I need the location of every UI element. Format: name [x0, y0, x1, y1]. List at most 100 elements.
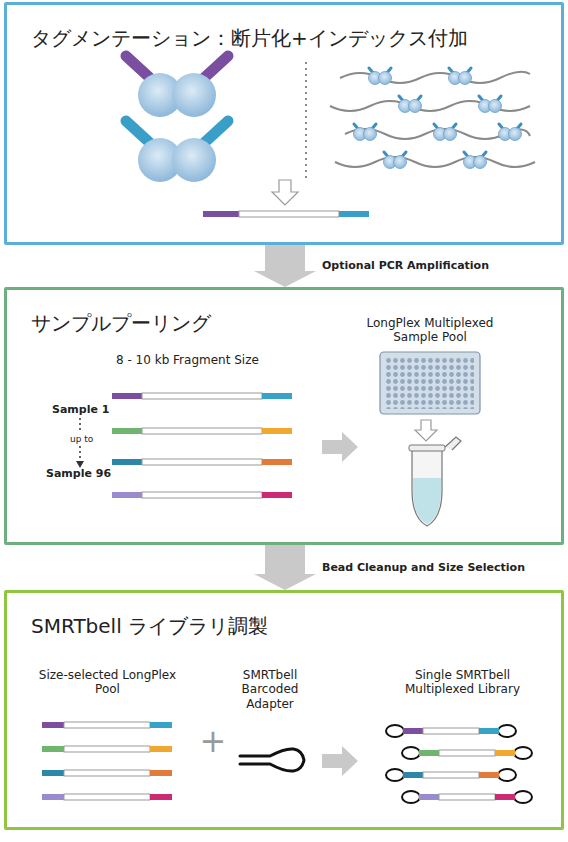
sample-fragments [112, 393, 292, 498]
size-selected-fragments-part [64, 722, 150, 728]
smrtbell-adapter [240, 749, 304, 771]
plate-96-well-part [380, 352, 480, 414]
sample-tube-part [445, 437, 461, 450]
transposome-teal-part [172, 138, 216, 182]
bound-transposomes-part [384, 152, 407, 169]
panel-title: SMRTbell ライブラリ調製 [31, 613, 268, 640]
sample-fragments-part [262, 393, 292, 399]
sample-tube-part [413, 478, 441, 524]
size-selected-fragments-part [42, 794, 64, 800]
size-selected-fragments-part [42, 746, 64, 752]
smrtbell-library-part [419, 794, 439, 800]
size-selected-fragments-part [64, 746, 150, 752]
library-label: Single SMRTbell Multiplexed Library [385, 668, 540, 697]
smrtbell-library-part [403, 728, 423, 734]
transposome-purple-part [126, 56, 150, 78]
plate-96-well [380, 352, 480, 414]
block-arrow [254, 245, 316, 287]
transposome-purple-part [172, 73, 216, 117]
sample-label: Sample 96 [46, 467, 116, 480]
sample-range-head [76, 461, 84, 468]
smrtbell-library-part [479, 772, 499, 778]
smrtbell-library-part [403, 772, 423, 778]
bound-transposomes [354, 68, 522, 169]
transposome-teal-part [204, 121, 228, 143]
smrtbell-library-part-part [514, 791, 532, 803]
smrtbell-library-part [386, 725, 532, 803]
tagged-fragment-part [203, 211, 239, 217]
smrtbell-library-part [439, 794, 495, 800]
step-panel: タグメンテーション：断片化+インデックス付加 [4, 2, 564, 245]
panel-title: サンプルプーリング [31, 310, 211, 337]
sample-fragments-part [112, 428, 142, 434]
bound-transposomes-part [464, 152, 487, 169]
size-selected-fragments [42, 722, 172, 800]
smrtbell-library-part-part [514, 747, 532, 759]
sample-fragments-part [112, 492, 142, 498]
sample-tube-part [409, 445, 445, 451]
small-arrow [272, 180, 298, 205]
sample-range-arrow-part [79, 418, 81, 432]
bound-transposomes-part [399, 96, 422, 113]
size-selected-fragments-part [150, 770, 172, 776]
sample-fragments-part [142, 428, 262, 434]
transposome-teal [126, 121, 228, 182]
smrtbell-library [386, 725, 532, 803]
fragment-size-label: 8 - 10 kb Fragment Size [116, 353, 316, 367]
sample-fragments-part [112, 393, 142, 399]
smrtbell-library-part [479, 728, 499, 734]
tagged-fragment [203, 211, 369, 217]
pool-label: Size-selected LongPlex Pool [35, 668, 180, 697]
plate-96-well-part [386, 357, 474, 409]
range-label: up to [70, 434, 110, 445]
sample-tube [409, 437, 461, 526]
transposome-teal-part [126, 121, 150, 143]
adapter-label: SMRTbell Barcoded Adapter [222, 668, 318, 711]
sample-fragments-part [142, 492, 262, 498]
dna-strands [330, 72, 535, 167]
smrtbell-library-part-part [498, 769, 516, 781]
sample-fragments-part [112, 459, 142, 465]
sample-fragments-part [262, 428, 292, 434]
size-selected-fragments-part [42, 770, 64, 776]
smrtbell-library-part [423, 728, 479, 734]
smrtbell-library-part-part [498, 725, 516, 737]
smrtbell-library-part [495, 794, 515, 800]
bound-transposomes-part [499, 124, 522, 141]
gray-right-arrow [322, 432, 358, 462]
tagged-fragment-part [239, 211, 339, 217]
edge-label: Bead Cleanup and Size Selection [322, 561, 525, 574]
plus-sign: + [198, 722, 228, 760]
sample-fragments-part [142, 393, 262, 399]
sample-fragments-part [262, 459, 292, 465]
dna-strands-part [335, 157, 535, 167]
block-arrow [254, 545, 316, 590]
smrtbell-adapter-part [240, 749, 304, 771]
size-selected-fragments-part [150, 794, 172, 800]
sample-label: Sample 1 [52, 403, 122, 416]
small-arrow [415, 420, 437, 441]
bound-transposomes-part [354, 124, 377, 141]
size-selected-fragments-part [64, 770, 150, 776]
size-selected-fragments-part [42, 722, 64, 728]
gray-right-arrow [322, 746, 358, 776]
bound-transposomes-part [434, 124, 457, 141]
edge-label: Optional PCR Amplification [322, 259, 489, 272]
smrtbell-library-part-part [386, 725, 404, 737]
smrtbell-library-part [419, 750, 439, 756]
sample-fragments-part [142, 459, 262, 465]
sample-tube-part [412, 450, 442, 526]
pool-label: LongPlex Multiplexed Sample Pool [350, 316, 510, 345]
dotted-separator [305, 62, 307, 178]
size-selected-fragments-part [150, 722, 172, 728]
bound-transposomes-part [449, 68, 472, 85]
sample-range-arrow-part [79, 446, 81, 462]
size-selected-fragments-part [150, 746, 172, 752]
smrtbell-library-part-part [386, 769, 404, 781]
smrtbell-library-part [495, 750, 515, 756]
bound-transposomes-part [369, 68, 392, 85]
transposome-purple [126, 56, 228, 117]
